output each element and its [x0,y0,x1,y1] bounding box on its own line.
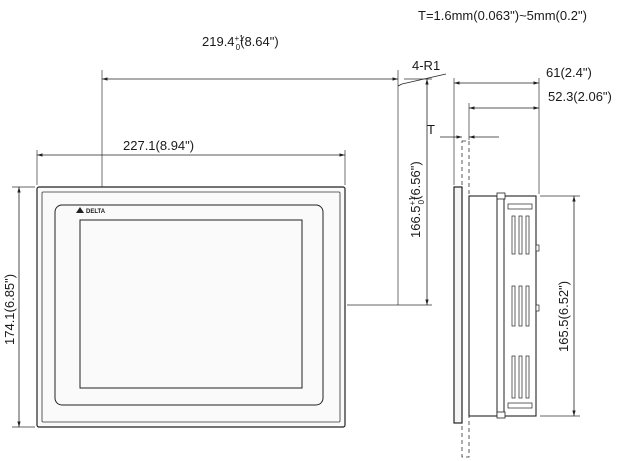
corner-radius-leader: 4-R1 [397,58,447,87]
front-display-area [79,219,303,389]
front-view: DELTA [36,186,346,428]
front-bezel-outer [36,186,346,428]
vent-slots-top [507,203,533,255]
body-height-label: 165.5(6.52") [556,281,571,352]
front-bezel-inner [41,191,341,423]
delta-logo: DELTA [76,207,106,215]
cutout-height-dim: 166.5+10(6.56") [347,78,432,306]
panel-height-label: 174.1(6.85") [2,274,17,345]
panel-width-dim: 227.1(8.94") [36,138,346,185]
cutout-width-imperial: (8.64") [240,34,279,49]
cutout-height-tol-lower: 0 [417,199,426,204]
top-clip [496,192,506,200]
total-depth-label: 61(2.4") [546,65,592,80]
side-bezel [453,186,463,424]
cutout-width-tol-upper: +1 [235,34,245,43]
panel-height-dim: 174.1(6.85") [2,186,35,428]
vent-slots-bottom [507,355,533,409]
body-depth-dim: 52.3(2.06") [468,89,612,140]
corner-radius-label: 4-R1 [412,58,440,73]
mounting-panel [461,140,470,458]
logo-text: DELTA [86,209,106,215]
cutout-height-label: 166.5+10(6.56") [408,161,426,238]
cutout-width-tol-lower: 0 [236,43,241,52]
bottom-clip [496,411,506,419]
side-view [453,140,540,458]
cutout-width-main: 219.4 [202,34,235,49]
cutout-height-tol-upper: +1 [408,196,417,206]
cutout-height-imperial: (6.56") [408,161,423,200]
body-height-dim: 165.5(6.52") [540,195,580,417]
total-depth-dim: 61(2.4") [453,65,592,194]
thickness-label: T [427,122,435,137]
panel-width-label: 227.1(8.94") [123,138,194,153]
side-housing [468,195,537,417]
vent-slots-middle [511,285,530,327]
thickness-note: T=1.6mm(0.063")~5mm(0.2") [418,8,587,23]
body-depth-label: 52.3(2.06") [548,89,612,104]
thickness-dim: T [427,122,499,139]
front-screen-frame [54,204,324,406]
cutout-height-main: 166.5 [408,205,423,238]
